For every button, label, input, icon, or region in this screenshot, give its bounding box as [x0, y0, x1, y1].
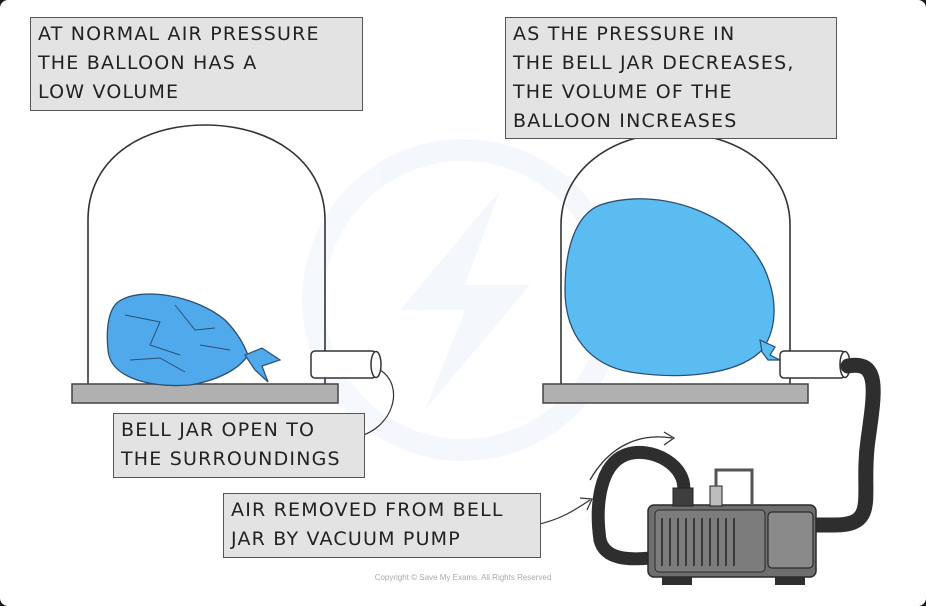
pointer-line-bell-jar-open	[352, 369, 395, 439]
inflated-balloon	[564, 198, 781, 377]
pointer-line-air-removed	[534, 499, 591, 526]
label-decreasing-pressure: AS THE PRESSURE IN THE BELL JAR DECREASE…	[505, 17, 837, 139]
pointer-arrowhead-air-removed	[579, 497, 593, 511]
left-bell-jar	[87, 124, 326, 385]
label-line: JAR BY VACUUM PUMP	[231, 528, 461, 550]
left-jar-outlet-tube	[310, 350, 382, 379]
right-jar-outlet-tube	[779, 350, 851, 379]
label-line: AIR REMOVED FROM BELL	[231, 499, 504, 521]
label-line: BELL JAR OPEN TO	[121, 419, 316, 441]
label-line: AT NORMAL AIR PRESSURE	[38, 23, 320, 45]
label-line: AS THE PRESSURE IN	[513, 23, 736, 45]
vacuum-pump	[647, 468, 817, 585]
airflow-arrow-pump	[589, 436, 673, 481]
label-normal-pressure: AT NORMAL AIR PRESSURE THE BALLOON HAS A…	[30, 17, 363, 111]
label-line: LOW VOLUME	[38, 81, 180, 103]
airflow-arrowhead	[663, 431, 676, 446]
label-line: THE SURROUNDINGS	[121, 448, 341, 470]
label-air-removed: AIR REMOVED FROM BELL JAR BY VACUUM PUMP	[223, 493, 541, 558]
label-bell-jar-open: BELL JAR OPEN TO THE SURROUNDINGS	[113, 413, 365, 478]
label-line: THE VOLUME OF THE	[513, 81, 733, 103]
label-line: THE BALLOON HAS A	[38, 52, 258, 74]
copyright-notice: Copyright © Save My Exams. All Rights Re…	[374, 573, 552, 582]
label-line: BALLOON INCREASES	[513, 110, 738, 132]
label-line: THE BELL JAR DECREASES,	[513, 52, 795, 74]
pump-intake-hose	[591, 445, 691, 566]
deflated-balloon	[106, 293, 282, 387]
left-jar-base	[71, 383, 339, 404]
vacuum-hose	[807, 357, 881, 533]
right-jar-base	[542, 383, 809, 404]
